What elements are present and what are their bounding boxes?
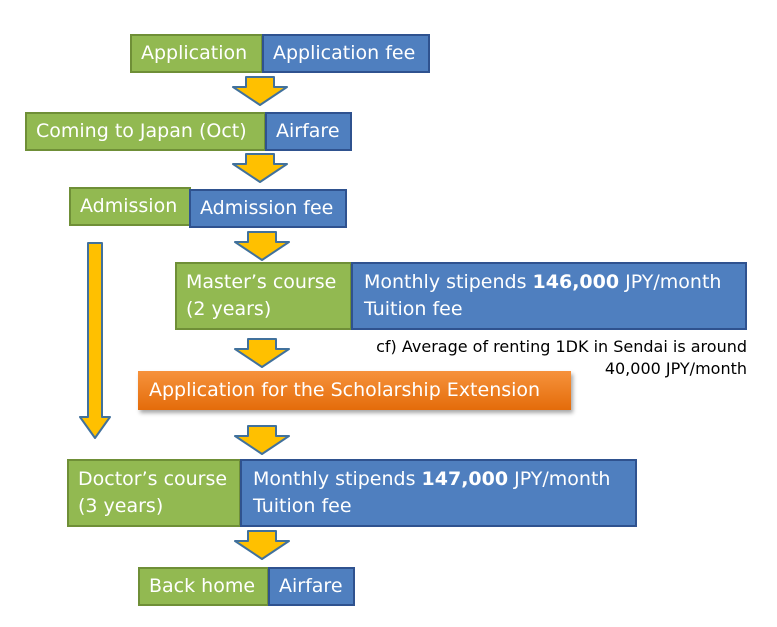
stipend-prefix: Monthly stipends bbox=[253, 468, 422, 491]
application-fee-box: Application fee bbox=[262, 34, 430, 73]
airfare-label: Airfare bbox=[276, 120, 340, 143]
rent-note: cf) Average of renting 1DK in Sendai is … bbox=[376, 336, 747, 381]
rent-note-line1: cf) Average of renting 1DK in Sendai is … bbox=[376, 337, 747, 356]
down-arrow-icon bbox=[233, 530, 291, 560]
admission-fee-box: Admission fee bbox=[189, 189, 347, 228]
stipend-suffix: JPY/month bbox=[508, 468, 611, 491]
admission-fee-label: Admission fee bbox=[200, 197, 334, 220]
scholarship-extension-box: Application for the Scholarship Extensio… bbox=[138, 371, 571, 410]
airfare-box: Airfare bbox=[265, 112, 352, 151]
doctors-course-step: Doctor’s course (3 years) bbox=[67, 459, 241, 527]
admission-step: Admission bbox=[69, 187, 191, 226]
down-arrow-icon bbox=[233, 425, 291, 455]
long-down-arrow-icon bbox=[79, 242, 111, 439]
doctors-tuition-label: Tuition fee bbox=[253, 495, 352, 517]
stipend-amount: 146,000 bbox=[532, 271, 620, 294]
scholarship-extension-label: Application for the Scholarship Extensio… bbox=[149, 379, 541, 402]
back-home-airfare-label: Airfare bbox=[279, 575, 343, 598]
back-home-airfare-box: Airfare bbox=[268, 567, 355, 606]
application-label: Application bbox=[141, 42, 248, 65]
doctors-stipend-line: Monthly stipends 147,000 JPY/month bbox=[253, 466, 610, 493]
application-step: Application bbox=[130, 34, 263, 73]
stipend-prefix: Monthly stipends bbox=[364, 271, 533, 294]
back-home-label: Back home bbox=[149, 575, 256, 598]
rent-note-line2: 40,000 JPY/month bbox=[604, 359, 747, 379]
coming-to-japan-label: Coming to Japan (Oct) bbox=[36, 120, 247, 143]
down-arrow-icon bbox=[233, 231, 291, 261]
back-home-step: Back home bbox=[138, 567, 269, 606]
down-arrow-icon bbox=[231, 153, 289, 183]
doctors-funding-box: Monthly stipends 147,000 JPY/month Tuiti… bbox=[240, 459, 637, 527]
doctors-course-title: Doctor’s course bbox=[78, 468, 228, 491]
admission-label: Admission bbox=[80, 195, 178, 218]
down-arrow-icon bbox=[233, 338, 291, 368]
masters-course-duration: (2 years) bbox=[186, 298, 272, 320]
masters-funding-box: Monthly stipends 146,000 JPY/month Tuiti… bbox=[351, 262, 747, 330]
stipend-amount: 147,000 bbox=[421, 468, 509, 491]
masters-course-step: Master’s course (2 years) bbox=[175, 262, 352, 330]
doctors-course-duration: (3 years) bbox=[78, 495, 164, 517]
masters-stipend-line: Monthly stipends 146,000 JPY/month bbox=[364, 269, 721, 296]
coming-to-japan-step: Coming to Japan (Oct) bbox=[25, 112, 266, 151]
stipend-suffix: JPY/month bbox=[619, 271, 722, 294]
down-arrow-icon bbox=[231, 76, 289, 106]
application-fee-label: Application fee bbox=[273, 42, 416, 65]
masters-tuition-label: Tuition fee bbox=[364, 298, 463, 320]
masters-course-title: Master’s course bbox=[186, 271, 337, 294]
